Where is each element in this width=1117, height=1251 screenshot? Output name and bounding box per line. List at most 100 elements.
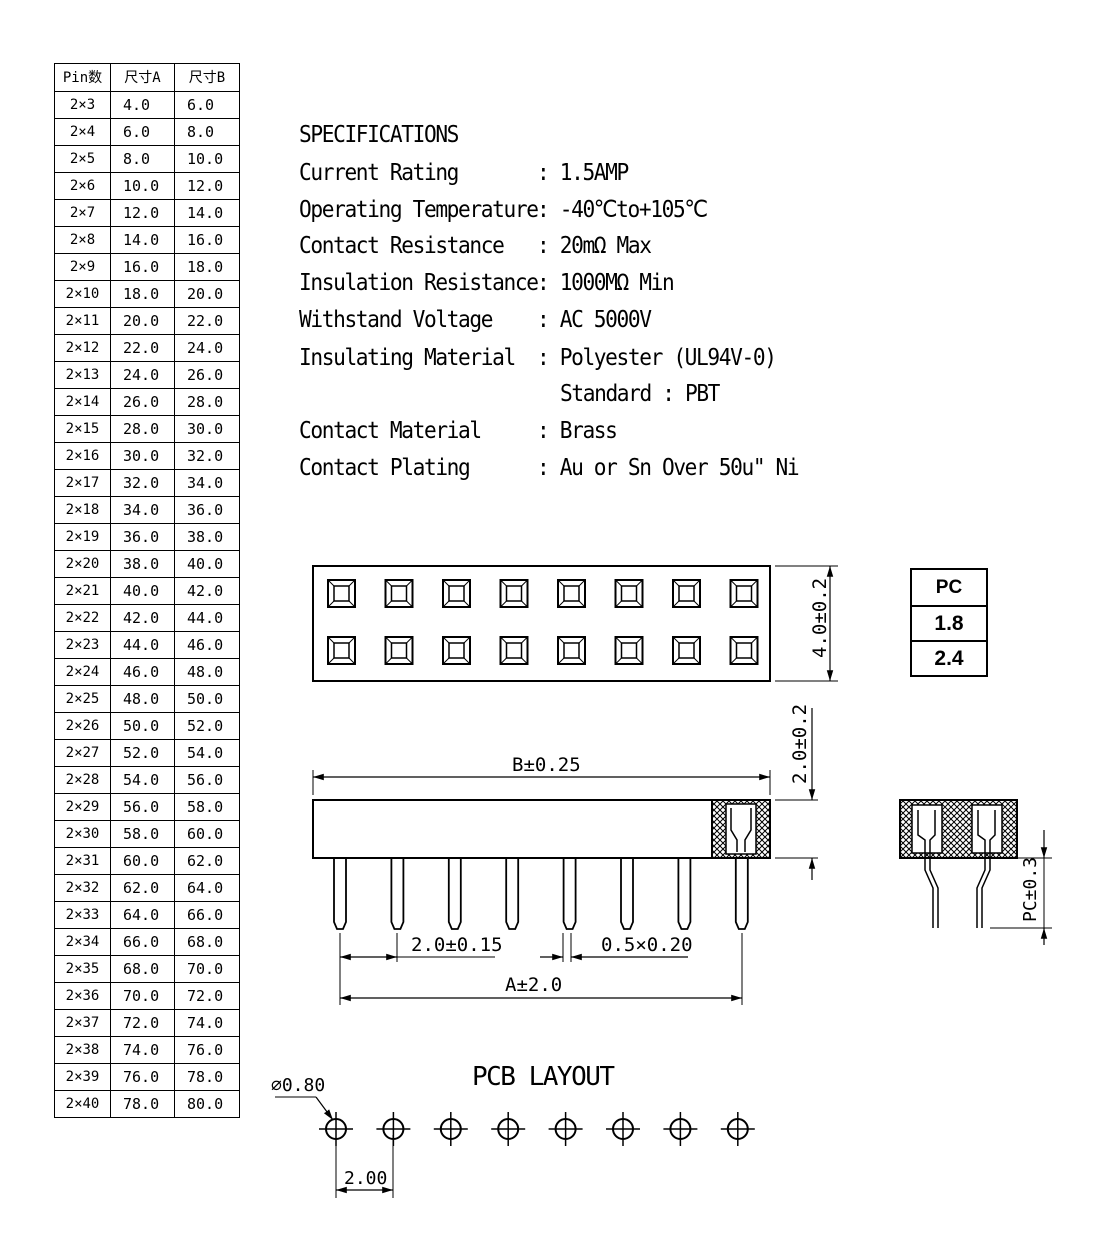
pin-count-cell: 2×17 bbox=[54, 469, 111, 497]
size-a-cell: 74.0 bbox=[110, 1036, 175, 1064]
length-b-label: B±0.25 bbox=[512, 754, 581, 776]
pin-count-cell: 2×24 bbox=[54, 658, 111, 686]
size-b-cell: 54.0 bbox=[174, 739, 240, 767]
contact-grid bbox=[327, 579, 759, 665]
pin-leg bbox=[620, 858, 634, 930]
pin-count-cell: 2×20 bbox=[54, 550, 111, 578]
size-b-cell: 22.0 bbox=[174, 307, 240, 335]
size-b-cell: 20.0 bbox=[174, 280, 240, 308]
spec-value: : 1000MΩ Min bbox=[537, 270, 675, 296]
hole-diameter-label: ⌀0.80 bbox=[271, 1075, 325, 1096]
size-a-cell: 10.0 bbox=[110, 172, 175, 200]
pin-table-header-pins: Pin数 bbox=[54, 63, 111, 92]
pc-table: PC 1.8 2.4 bbox=[910, 568, 988, 677]
pin-count-cell: 2×4 bbox=[54, 118, 111, 146]
size-b-cell: 26.0 bbox=[174, 361, 240, 389]
pin-count-cell: 2×12 bbox=[54, 334, 111, 362]
size-b-cell: 74.0 bbox=[174, 1009, 240, 1037]
pin-count-cell: 2×10 bbox=[54, 280, 111, 308]
spec-label: Contact Resistance bbox=[299, 233, 505, 259]
size-a-cell: 14.0 bbox=[110, 226, 175, 254]
size-a-cell: 34.0 bbox=[110, 496, 175, 524]
spec-label: Operating Temperature bbox=[299, 197, 539, 223]
size-a-cell: 60.0 bbox=[110, 847, 175, 875]
height-side-label: 2.0±0.2 bbox=[789, 704, 811, 784]
size-b-cell: 10.0 bbox=[174, 145, 240, 173]
contact-cavity bbox=[614, 636, 644, 665]
pin-count-cell: 2×27 bbox=[54, 739, 111, 767]
size-a-cell: 58.0 bbox=[110, 820, 175, 848]
size-b-cell: 18.0 bbox=[174, 253, 240, 281]
pin-count-cell: 2×25 bbox=[54, 685, 111, 713]
contact-cavity bbox=[729, 636, 759, 665]
size-a-cell: 76.0 bbox=[110, 1063, 175, 1091]
size-b-cell: 76.0 bbox=[174, 1036, 240, 1064]
pin-count-cell: 2×28 bbox=[54, 766, 111, 794]
contact-cavity bbox=[672, 636, 701, 665]
pc-table-header: PC bbox=[910, 568, 988, 607]
size-a-cell: 12.0 bbox=[110, 199, 175, 227]
spec-label: Withstand Voltage bbox=[299, 307, 493, 333]
pin-leg bbox=[505, 858, 520, 930]
pcb-hole bbox=[720, 1112, 755, 1146]
pcb-layout: PCB LAYOUT ⌀0.80 2.00 bbox=[271, 1062, 755, 1198]
pin-count-cell: 2×5 bbox=[54, 145, 111, 173]
contact-cavity bbox=[384, 636, 414, 665]
spec-value: Standard : PBT bbox=[560, 381, 720, 407]
spec-label: Current Rating bbox=[299, 160, 459, 186]
size-b-cell: 44.0 bbox=[174, 604, 240, 632]
pin-count-cell: 2×39 bbox=[54, 1063, 111, 1091]
pcb-hole-row bbox=[319, 1112, 755, 1146]
spec-value: : AC 5000V bbox=[537, 307, 652, 333]
pin-leg bbox=[333, 858, 347, 930]
contact-cavity bbox=[499, 636, 529, 665]
spec-label: Insulating Material bbox=[299, 345, 516, 371]
size-b-cell: 60.0 bbox=[174, 820, 240, 848]
size-b-cell: 28.0 bbox=[174, 388, 240, 416]
spec-label: Contact Material bbox=[299, 418, 482, 444]
size-a-cell: 44.0 bbox=[110, 631, 175, 659]
contact-cavity bbox=[557, 579, 586, 608]
size-a-cell: 30.0 bbox=[110, 442, 175, 470]
pin-table-header-size-a: 尺寸A bbox=[110, 63, 175, 92]
size-b-cell: 24.0 bbox=[174, 334, 240, 362]
size-b-cell: 68.0 bbox=[174, 928, 240, 956]
contact-cavity bbox=[327, 636, 356, 665]
size-b-cell: 40.0 bbox=[174, 550, 240, 578]
spec-value: : -40℃to+105℃ bbox=[537, 197, 708, 223]
pin-count-cell: 2×15 bbox=[54, 415, 111, 443]
pin-count-cell: 2×3 bbox=[54, 91, 111, 119]
pin-size-label: 0.5×0.20 bbox=[601, 934, 693, 956]
size-a-cell: 48.0 bbox=[110, 685, 175, 713]
size-a-cell: 64.0 bbox=[110, 901, 175, 929]
size-b-cell: 8.0 bbox=[174, 118, 240, 146]
size-a-cell: 8.0 bbox=[110, 145, 175, 173]
size-b-cell: 32.0 bbox=[174, 442, 240, 470]
pin-count-cell: 2×11 bbox=[54, 307, 111, 335]
size-b-cell: 6.0 bbox=[174, 91, 240, 119]
pcb-hole bbox=[491, 1112, 526, 1146]
size-a-cell: 70.0 bbox=[110, 982, 175, 1010]
spec-label: Insulation Resistance bbox=[299, 270, 539, 296]
pcb-hole bbox=[606, 1112, 640, 1146]
pin-leg bbox=[677, 858, 692, 930]
contact-cavity bbox=[672, 579, 701, 608]
pin-count-cell: 2×22 bbox=[54, 604, 111, 632]
size-a-cell: 72.0 bbox=[110, 1009, 175, 1037]
pin-count-cell: 2×35 bbox=[54, 955, 111, 983]
side-view-body bbox=[312, 799, 771, 859]
